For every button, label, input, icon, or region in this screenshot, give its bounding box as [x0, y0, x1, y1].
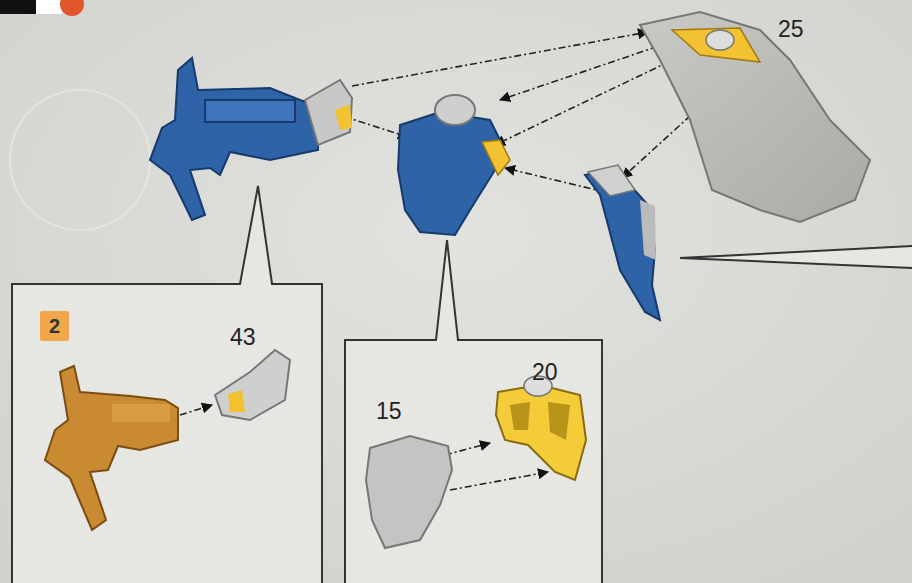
callout-number: 43: [230, 326, 256, 349]
callout-number: 25: [778, 18, 804, 41]
callout-number: 15: [376, 400, 402, 423]
callout-number: 20: [532, 361, 558, 384]
step-number: 2: [40, 311, 69, 341]
